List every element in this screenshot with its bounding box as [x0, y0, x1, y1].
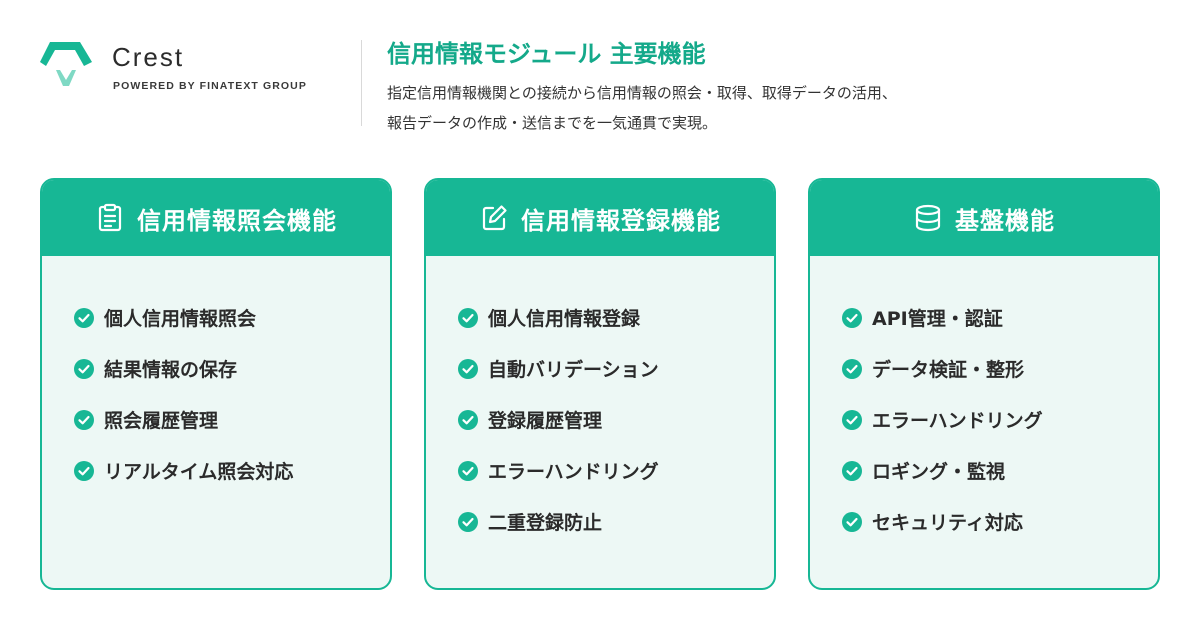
list-item: 個人信用情報登録	[458, 292, 774, 343]
check-circle-icon	[458, 511, 478, 532]
list-item-label: エラーハンドリング	[872, 410, 1043, 432]
feature-list: 個人信用情報照会 結果情報の保存 照会履歴管理 リアルタイム照会対応	[42, 256, 390, 496]
card-platform: 基盤機能 API管理・認証 データ検証・整形 エラーハンドリング ロギング・監視…	[808, 178, 1160, 590]
check-circle-icon	[458, 460, 478, 481]
card-header: 基盤機能	[810, 180, 1158, 256]
database-icon	[915, 204, 941, 232]
list-item-label: ロギング・監視	[872, 461, 1006, 483]
list-item: 登録履歴管理	[458, 394, 774, 445]
check-circle-icon	[74, 409, 94, 430]
card-header: 信用情報登録機能	[426, 180, 774, 256]
card-credit-registration: 信用情報登録機能 個人信用情報登録 自動バリデーション 登録履歴管理 エラーハン…	[424, 178, 776, 590]
list-item-label: 個人信用情報登録	[488, 308, 641, 330]
list-item: 自動バリデーション	[458, 343, 774, 394]
feature-list: API管理・認証 データ検証・整形 エラーハンドリング ロギング・監視 セキュリ…	[810, 256, 1158, 547]
feature-cards: 信用情報照会機能 個人信用情報照会 結果情報の保存 照会履歴管理 リアルタイム照…	[40, 178, 1160, 590]
check-circle-icon	[842, 409, 862, 430]
list-item: 個人信用情報照会	[74, 292, 390, 343]
list-item-label: API管理・認証	[872, 308, 1003, 330]
check-circle-icon	[842, 460, 862, 481]
check-circle-icon	[458, 307, 478, 328]
page-title: 信用情報モジュール 主要機能	[387, 40, 706, 68]
check-circle-icon	[458, 358, 478, 379]
clipboard-icon	[98, 203, 122, 232]
list-item: API管理・認証	[842, 292, 1158, 343]
brand-name: Crest	[112, 42, 185, 72]
list-item-label: 照会履歴管理	[104, 410, 219, 432]
list-item-label: セキュリティ対応	[872, 512, 1023, 534]
edit-icon	[482, 205, 507, 231]
check-circle-icon	[842, 307, 862, 328]
description-line: 指定信用情報機関との接続から信用情報の照会・取得、取得データの活用、	[387, 84, 897, 102]
check-circle-icon	[74, 307, 94, 328]
card-header: 信用情報照会機能	[42, 180, 390, 256]
check-circle-icon	[458, 409, 478, 430]
check-circle-icon	[842, 511, 862, 532]
list-item-label: 結果情報の保存	[104, 359, 238, 381]
crest-logo-icon	[40, 42, 92, 86]
list-item: リアルタイム照会対応	[74, 445, 390, 496]
list-item-label: 二重登録防止	[488, 512, 603, 534]
description-line: 報告データの作成・送信までを一気通貫で実現。	[387, 114, 718, 132]
card-title: 信用情報登録機能	[521, 206, 721, 235]
list-item-label: 登録履歴管理	[488, 410, 603, 432]
brand-logo: Crest POWERED BY FINATEXT GROUP	[40, 40, 340, 92]
list-item: データ検証・整形	[842, 343, 1158, 394]
feature-list: 個人信用情報登録 自動バリデーション 登録履歴管理 エラーハンドリング 二重登録…	[426, 256, 774, 547]
list-item: セキュリティ対応	[842, 496, 1158, 547]
list-item-label: リアルタイム照会対応	[104, 461, 294, 483]
list-item: 照会履歴管理	[74, 394, 390, 445]
page-description: 指定信用情報機関との接続から信用情報の照会・取得、取得データの活用、 報告データ…	[387, 78, 1087, 138]
list-item-label: エラーハンドリング	[488, 461, 659, 483]
list-item-label: 個人信用情報照会	[104, 308, 257, 330]
list-item: エラーハンドリング	[458, 445, 774, 496]
card-title: 基盤機能	[955, 206, 1055, 235]
check-circle-icon	[74, 358, 94, 379]
list-item: 結果情報の保存	[74, 343, 390, 394]
check-circle-icon	[74, 460, 94, 481]
list-item-label: データ検証・整形	[872, 359, 1025, 381]
list-item: エラーハンドリング	[842, 394, 1158, 445]
list-item: ロギング・監視	[842, 445, 1158, 496]
card-title: 信用情報照会機能	[137, 206, 337, 235]
list-item: 二重登録防止	[458, 496, 774, 547]
header-divider	[361, 40, 362, 126]
list-item-label: 自動バリデーション	[488, 359, 659, 381]
brand-tagline: POWERED BY FINATEXT GROUP	[113, 80, 307, 92]
check-circle-icon	[842, 358, 862, 379]
card-credit-inquiry: 信用情報照会機能 個人信用情報照会 結果情報の保存 照会履歴管理 リアルタイム照…	[40, 178, 392, 590]
